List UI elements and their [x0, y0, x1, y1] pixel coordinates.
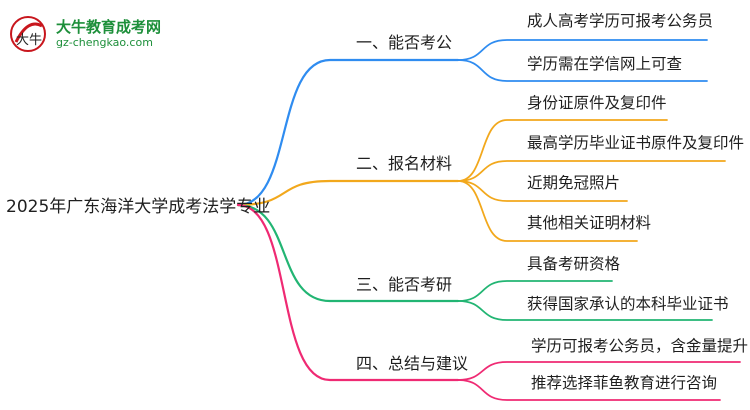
leaf-connector-2-2	[457, 160, 726, 182]
leaf-label-2-1: 身份证原件及复印件	[527, 94, 667, 112]
branch-connector-2	[236, 179, 460, 207]
leaf-connector-2-1	[457, 119, 668, 182]
mindmap-root: 2025年广东海洋大学成考法学专业	[6, 197, 271, 217]
site-logo: 大牛 大牛教育成考网 gz-chengkao.com	[8, 14, 178, 54]
leaf-connector-2-3	[457, 180, 628, 202]
leaf-label-1-2: 学历需在学信网上可查	[527, 55, 683, 73]
leaf-label-4-1: 学历可报考公务员，含金量提升	[531, 337, 749, 355]
leaf-connector-1-1	[457, 39, 708, 61]
branch-label-1: 一、能否考公	[356, 33, 453, 52]
leaf-connector-3-1	[457, 280, 613, 302]
leaf-connector-1-2	[457, 59, 708, 82]
leaf-connector-4-2	[457, 379, 721, 401]
branch-connector-3	[236, 203, 460, 303]
branch-label-4: 四、总结与建议	[356, 354, 469, 373]
leaf-label-2-3: 近期免冠照片	[527, 174, 621, 192]
leaf-label-1-1: 成人高考学历可报考公务员	[527, 12, 714, 30]
branch-connector-4	[236, 203, 460, 382]
leaf-label-4-2: 推荐选择菲鱼教育进行咨询	[531, 374, 718, 392]
branch-label-2: 二、报名材料	[356, 154, 453, 173]
leaf-label-3-1: 具备考研资格	[527, 255, 621, 273]
leaf-label-2-4: 其他相关证明材料	[527, 214, 652, 232]
leaf-label-2-2: 最高学历毕业证书原件及复印件	[527, 134, 745, 152]
logo-mark-text: 大牛	[16, 33, 42, 48]
logo-title: 大牛教育成考网	[56, 18, 162, 36]
branch-connector-1	[236, 58, 460, 207]
logo-url: gz-chengkao.com	[56, 36, 153, 49]
leaf-connector-3-2	[457, 300, 713, 321]
branch-label-3: 三、能否考研	[356, 275, 453, 294]
logo-mark-icon: 大牛	[10, 16, 46, 52]
leaf-connector-2-4	[457, 180, 638, 242]
leaf-connector-4-1	[457, 361, 741, 381]
leaf-label-3-2: 获得国家承认的本科毕业证书	[527, 295, 729, 313]
